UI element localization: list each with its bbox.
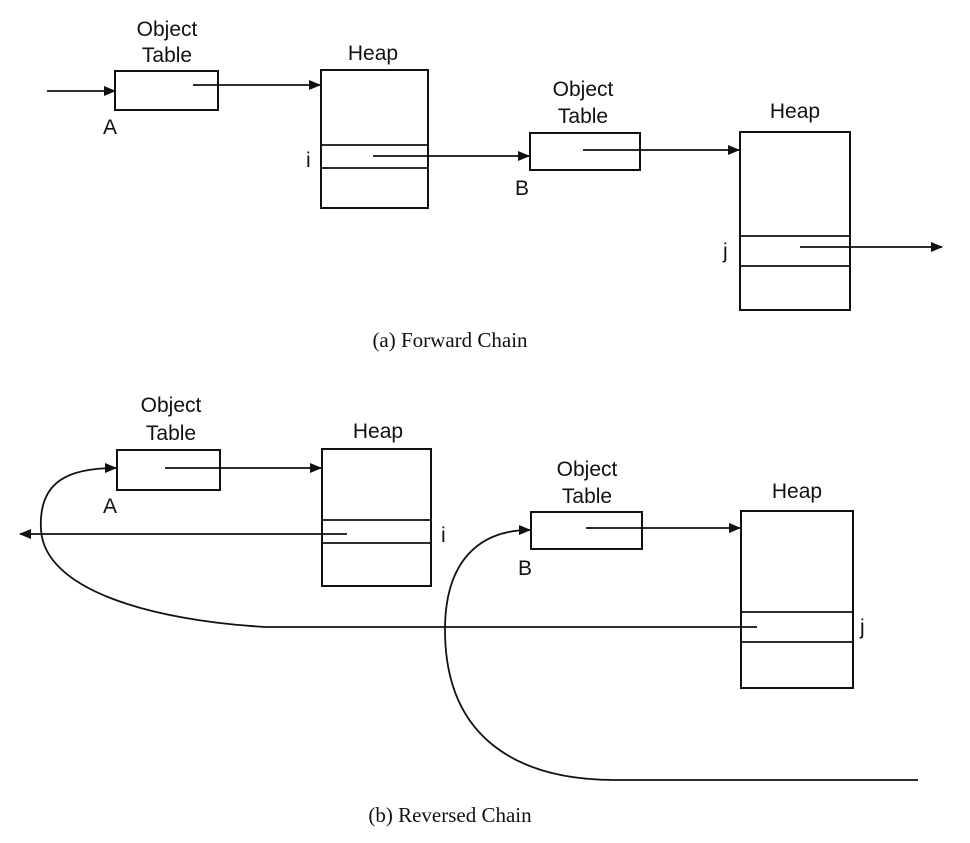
heap1-label: Heap [348, 42, 398, 65]
reversed-chain: Object Table A Heap i Object Table B Hea… [19, 394, 918, 827]
heap1-box [320, 69, 429, 209]
rev-heap2-label: Heap [772, 480, 822, 503]
object-table-b-box [529, 132, 641, 171]
rev-heap2-box [740, 510, 854, 689]
rev-slot-j-label: j [859, 616, 865, 639]
rev-object-table-b-label-line1: Object [557, 458, 618, 481]
slot-j-label: j [722, 240, 728, 263]
object-table-b-label-line1: Object [553, 78, 614, 101]
rev-pointer-a-label: A [103, 495, 117, 518]
pointer-a-label: A [103, 116, 117, 139]
forward-chain: Object Table A Heap i Object Table B Hea… [47, 18, 943, 352]
object-table-a-box [114, 70, 219, 111]
object-table-b-label-line2: Table [558, 105, 608, 128]
rev-object-table-b-label-line2: Table [562, 485, 612, 508]
rev-heap1-box [321, 448, 432, 587]
object-table-a-label-line1: Object [137, 18, 198, 41]
rev-object-table-a-label-line1: Object [141, 394, 202, 417]
object-table-a-label-line2: Table [142, 44, 192, 67]
rev-object-table-b-box [530, 511, 643, 550]
caption-forward: (a) Forward Chain [372, 328, 528, 352]
heap2-label: Heap [770, 100, 820, 123]
caption-reversed: (b) Reversed Chain [368, 803, 532, 827]
slot-i-label: i [306, 149, 311, 172]
pointer-b-label: B [515, 177, 529, 200]
rev-curve-j-to-a [40, 463, 757, 628]
rev-object-table-a-box [116, 449, 221, 491]
rev-heap1-label: Heap [353, 420, 403, 443]
rev-slot-i-label: i [441, 524, 446, 547]
rev-pointer-b-label: B [518, 557, 532, 580]
rev-curve-into-b [444, 525, 918, 781]
heap2-box [739, 131, 851, 311]
rev-object-table-a-label-line2: Table [146, 422, 196, 445]
